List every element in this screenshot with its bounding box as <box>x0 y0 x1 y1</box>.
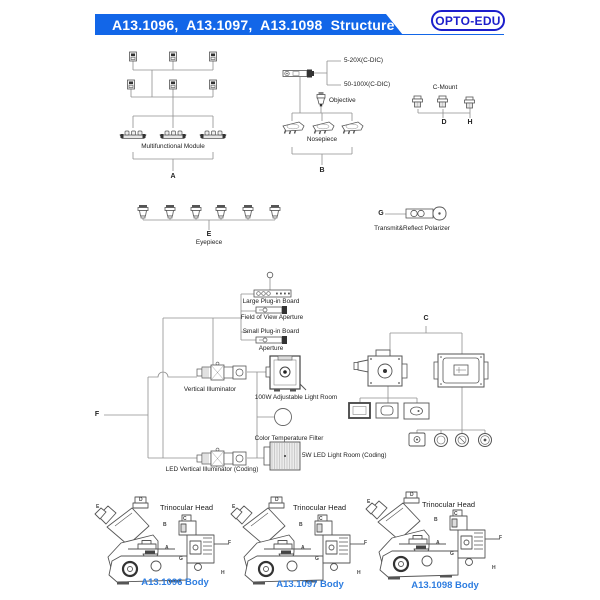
eyepiece-label: Eyepiece <box>195 239 223 246</box>
callout-c: C <box>454 511 458 517</box>
filter-icons <box>127 51 217 90</box>
caption-1098: A13.1098 Body <box>411 580 479 591</box>
light-room-100w-label: 100W Adjustable Light Room <box>254 394 338 401</box>
fov-aperture-label: Field of View Aperture <box>240 314 304 321</box>
multifunctional-module-icons <box>119 130 227 139</box>
callout-a: A <box>436 540 440 546</box>
led-illuminator-icon <box>196 447 247 467</box>
camera-adapter-icon <box>353 349 408 387</box>
body-1096-overlay: Trinocular Head E D B C F A G H <box>95 497 235 589</box>
objective-icon <box>316 92 326 107</box>
title-banner: A13.1096, A13.1097, A13.1098 Structure <box>95 14 403 35</box>
light-room-100w-icon <box>265 355 307 392</box>
connector-lines <box>104 60 486 459</box>
callout-a: A <box>301 545 305 551</box>
cap-icons <box>408 432 492 447</box>
vertical-illuminator-label: Vertical Illuminator <box>183 386 237 393</box>
vertical-illuminator-icon <box>196 361 247 381</box>
callout-b: B <box>434 517 438 523</box>
trinocular-head-label: Trinocular Head <box>293 503 347 512</box>
caption-1097: A13.1097 Body <box>276 579 344 590</box>
section-letter-g: G <box>378 210 384 217</box>
callout-b: B <box>299 522 303 528</box>
callout-d: D <box>275 497 279 503</box>
section-letter-f: F <box>94 411 100 418</box>
brand-logo: OPTO-EDU <box>431 10 505 31</box>
nosepiece-icons <box>282 121 364 135</box>
callout-h: H <box>492 565 496 571</box>
trinocular-head-label: Trinocular Head <box>422 500 476 509</box>
callout-h: H <box>221 570 225 576</box>
color-filter-label: Color Temperature Filter <box>254 435 324 442</box>
page-title: A13.1096, A13.1097, A13.1098 Structure <box>112 17 395 33</box>
large-board-label: Large Plug-in Board <box>242 298 300 305</box>
polarizer-label: Transmit&Reflect Polarizer <box>374 225 450 232</box>
insert-plate-icons <box>348 402 430 420</box>
aperture-label: Aperture <box>258 345 284 352</box>
callout-e: E <box>232 504 236 510</box>
eyepiece-icons <box>137 204 281 219</box>
callout-d: D <box>410 492 414 498</box>
c-mount-icons <box>412 95 475 109</box>
dic-high-label: 50-100X(C-DIC) <box>344 81 391 88</box>
callout-f: F <box>228 540 232 546</box>
dic-low-label: 5-20X(C-DIC) <box>344 57 384 64</box>
caption-1096: A13.1096 Body <box>141 577 209 588</box>
callout-c: C <box>319 516 323 522</box>
callout-b: B <box>163 522 167 528</box>
callout-h: H <box>357 570 361 576</box>
camera-box-icon <box>433 353 489 388</box>
callout-d: D <box>139 497 143 503</box>
section-letter-a: A <box>170 173 176 180</box>
aperture-icon <box>255 335 288 345</box>
callout-g: G <box>315 556 319 562</box>
callout-c: C <box>183 516 187 522</box>
section-letter-b: B <box>319 167 325 174</box>
led-room-icon <box>263 441 301 471</box>
fov-aperture-icon <box>255 305 288 315</box>
section-letter-e: E <box>206 231 212 238</box>
callout-f: F <box>499 535 503 541</box>
polarizer-icon <box>405 206 447 221</box>
section-letter-c: C <box>423 315 429 322</box>
body-1097-overlay: Trinocular Head E D B C F A G H <box>231 497 371 589</box>
callout-f: F <box>364 540 368 546</box>
callout-g: G <box>179 556 183 562</box>
callout-a: A <box>165 545 169 551</box>
callout-e: E <box>96 504 100 510</box>
led-room-label: 5W LED Light Room (Coding) <box>302 452 387 459</box>
chain-top-node <box>266 271 274 279</box>
color-filter-icon <box>274 408 292 426</box>
multifunctional-module-label: Multifunctional Module <box>141 143 205 150</box>
dic-slider-icon <box>282 69 314 78</box>
callout-e: E <box>367 499 371 505</box>
callout-g: G <box>450 551 454 557</box>
trinocular-head-label: Trinocular Head <box>160 503 214 512</box>
body-1098-overlay: Trinocular Head E D B C F A G H <box>366 492 506 584</box>
c-mount-label: C-Mount <box>432 84 458 91</box>
section-letter-h: H <box>467 119 473 126</box>
nosepiece-label: Nosepiece <box>306 136 338 143</box>
led-illuminator-label: LED Vertical Illuminator (Coding) <box>165 466 259 473</box>
objective-label: Objective <box>329 97 356 104</box>
section-letter-d: D <box>441 119 447 126</box>
small-board-label: Small Plug-in Board <box>242 328 300 335</box>
large-board-icon <box>253 289 292 298</box>
